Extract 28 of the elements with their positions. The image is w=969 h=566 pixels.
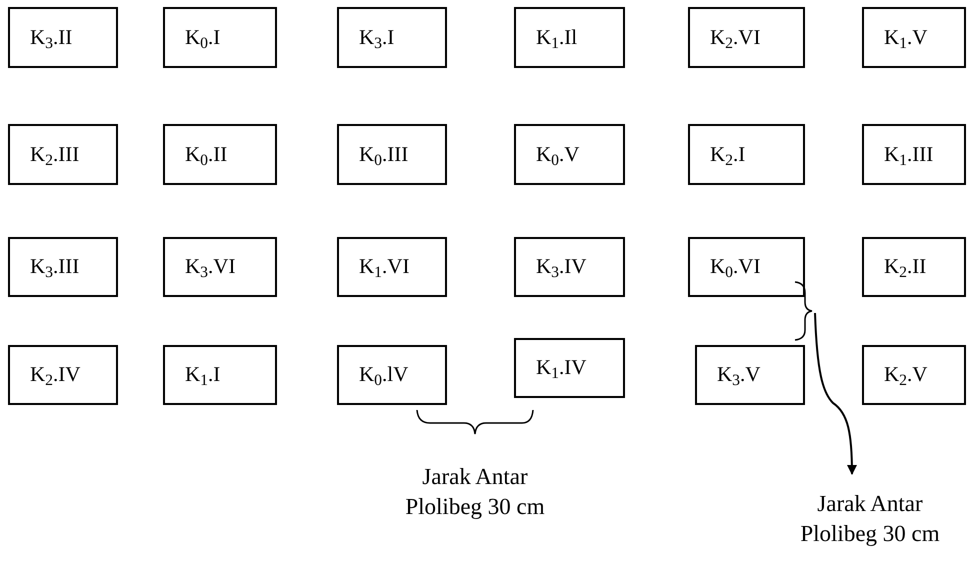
- plot-box: K$_{2}$.VI: [688, 7, 805, 68]
- plot-box: K$_{0}$.II: [163, 124, 277, 185]
- curly-brace: [794, 280, 814, 342]
- plot-box: K$_{2}$.III: [8, 124, 118, 185]
- annotation-text: Jarak Antar Plolibeg 30 cm: [404, 463, 546, 521]
- plot-box: K$_{3}$.V: [695, 345, 805, 405]
- plot-box: K$_{1}$.VI: [337, 237, 447, 297]
- plot-box: K$_{1}$.IV: [514, 338, 625, 398]
- plot-box: K$_{3}$.IV: [514, 237, 625, 297]
- plot-box: K$_{2}$.II: [862, 237, 966, 297]
- plot-box: K$_{0}$.V: [514, 124, 625, 185]
- plot-box: K$_{3}$.I: [337, 7, 447, 68]
- plot-box: K$_{2}$.V: [862, 345, 966, 405]
- plot-box: K$_{0}$.lV: [337, 345, 447, 405]
- plot-box: K$_{1}$.III: [862, 124, 966, 185]
- plot-box: K$_{2}$.I: [688, 124, 805, 185]
- plot-box: K$_{0}$.I: [163, 7, 277, 68]
- plot-box: K$_{3}$.III: [8, 237, 118, 297]
- annotation-text: Jarak Antar Plolibeg 30 cm: [780, 482, 960, 556]
- plot-box: K$_{1}$.V: [862, 7, 966, 68]
- plot-box: K$_{1}$.I: [163, 345, 277, 405]
- plot-box: K$_{3}$.VI: [163, 237, 277, 297]
- plot-box: K$_{2}$.IV: [8, 345, 118, 405]
- arrow: [814, 312, 857, 475]
- plot-box: K$_{0}$.VI: [688, 237, 805, 297]
- plot-box: K$_{1}$.Il: [514, 7, 625, 68]
- plot-box: K$_{0}$.III: [337, 124, 447, 185]
- plot-box: K$_{3}$.II: [8, 7, 118, 68]
